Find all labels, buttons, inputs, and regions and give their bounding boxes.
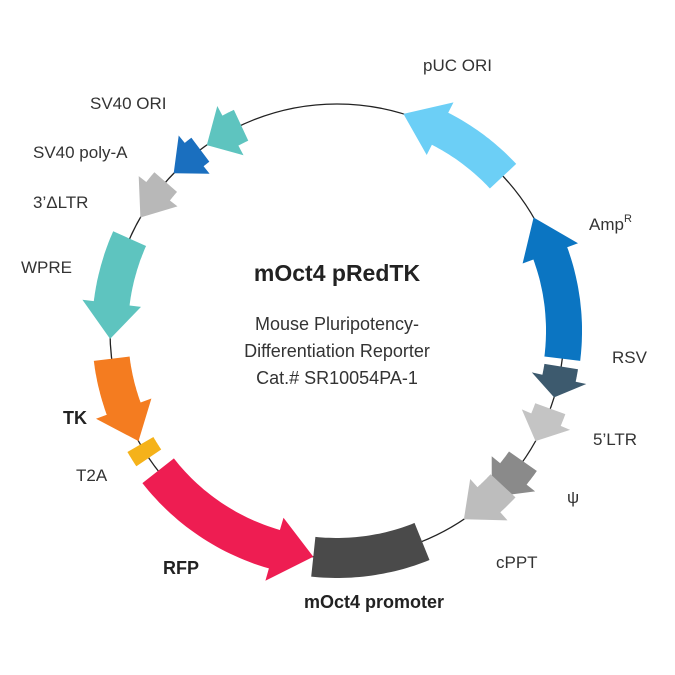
label-ampr: AmpR [589, 213, 632, 234]
feature-t2a-block [127, 437, 162, 467]
feature-moct4-promoter-block [311, 522, 430, 578]
feature-sv40-polya-arrow [173, 135, 210, 174]
feature-wpre-arrow [82, 231, 147, 339]
label-cppt: cPPT [496, 553, 538, 572]
feature-rfp-arrow [142, 458, 314, 581]
feature-ampr-arrow [522, 217, 582, 361]
feature-5ltr-arrow [521, 403, 571, 442]
label-puc-ori: pUC ORI [423, 56, 492, 75]
plasmid-name: mOct4 pRedTK [254, 260, 421, 286]
plasmid-catalog-number: Cat.# SR10054PA-1 [256, 368, 418, 388]
feature-cppt-arrow [463, 474, 516, 521]
label-wpre: WPRE [21, 258, 72, 277]
label-rfp: RFP [163, 558, 199, 578]
feature-arrows [82, 102, 587, 581]
label-sv40-ori: SV40 ORI [90, 94, 167, 113]
plasmid-description-line1: Mouse Pluripotency- [255, 314, 419, 334]
label-t2a: T2A [76, 466, 108, 485]
feature-psi-arrow [491, 451, 537, 497]
label-tk: TK [63, 408, 87, 428]
feature-sv40-ori-arrow [206, 106, 249, 156]
label-psi: ψ [567, 488, 579, 507]
label-moct4-promoter: mOct4 promoter [304, 592, 444, 612]
plasmid-description-line2: Differentiation Reporter [244, 341, 430, 361]
feature-rsv-arrow [531, 363, 587, 398]
label-3ltr: 3’ΔLTR [33, 193, 88, 212]
label-ampr-superscript: R [624, 213, 632, 225]
feature-puc-ori-arrow [403, 102, 517, 189]
feature-3ltr-arrow [138, 172, 178, 218]
label-ampr-main: Amp [589, 215, 624, 234]
label-rsv: RSV [612, 348, 648, 367]
feature-tk-arrow [93, 356, 152, 442]
label-5ltr: 5’LTR [593, 430, 637, 449]
label-sv40-polya: SV40 poly-A [33, 143, 128, 162]
